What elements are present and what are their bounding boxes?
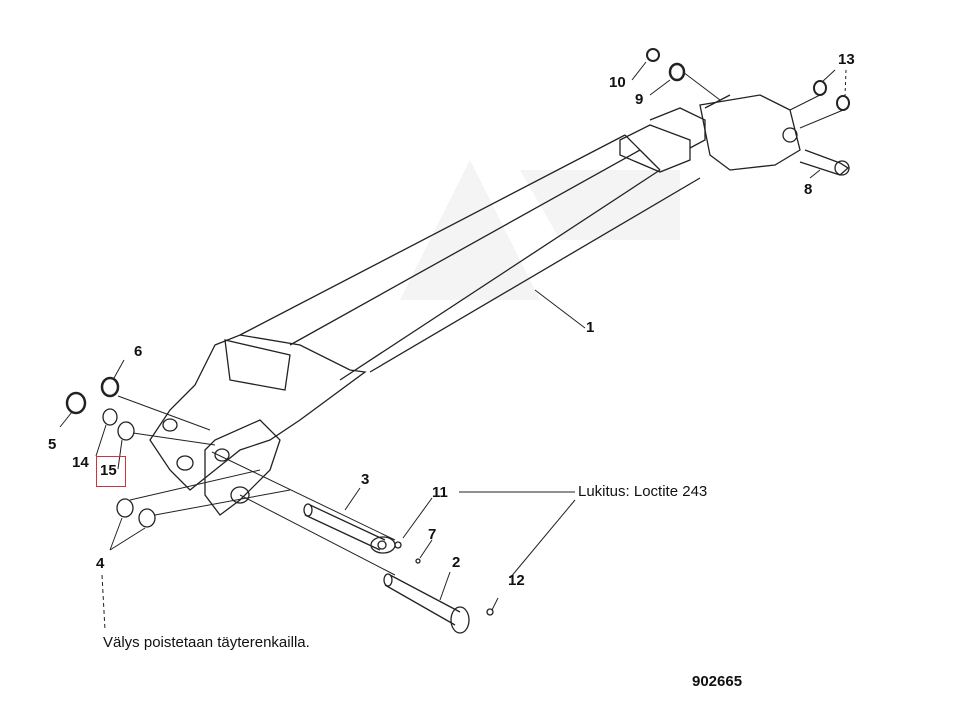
washers <box>65 48 850 616</box>
callout-2[interactable]: 2 <box>452 554 461 571</box>
locking-note: Lukitus: Loctite 243 <box>578 483 708 500</box>
pin-3 <box>303 503 396 554</box>
callout-9[interactable]: 9 <box>635 91 644 108</box>
callout-8[interactable]: 8 <box>804 181 813 198</box>
callout-5[interactable]: 5 <box>48 436 57 453</box>
callout-6[interactable]: 6 <box>134 343 143 360</box>
callout-4[interactable]: 4 <box>96 555 105 572</box>
callout-12[interactable]: 12 <box>508 572 525 589</box>
callout-15[interactable]: 15 <box>100 462 117 479</box>
callout-13[interactable]: 13 <box>838 51 855 68</box>
front-bracket <box>149 334 367 516</box>
callout-14[interactable]: 14 <box>72 454 89 471</box>
drawing-number: 902665 <box>692 673 743 690</box>
callout-3[interactable]: 3 <box>361 471 370 488</box>
pin-2 <box>383 573 470 634</box>
watermark-logo <box>400 160 680 300</box>
callout-11[interactable]: 11 <box>432 484 448 501</box>
highlight-box-15 <box>96 456 126 487</box>
boom-body <box>239 134 701 381</box>
callout-1[interactable]: 1 <box>586 319 595 336</box>
clearance-note: Välys poistetaan täyterenkailla. <box>103 634 310 651</box>
rear-bracket <box>619 94 801 173</box>
callout-10[interactable]: 10 <box>609 74 626 91</box>
leader-lines <box>59 61 849 631</box>
callout-7[interactable]: 7 <box>428 526 437 543</box>
